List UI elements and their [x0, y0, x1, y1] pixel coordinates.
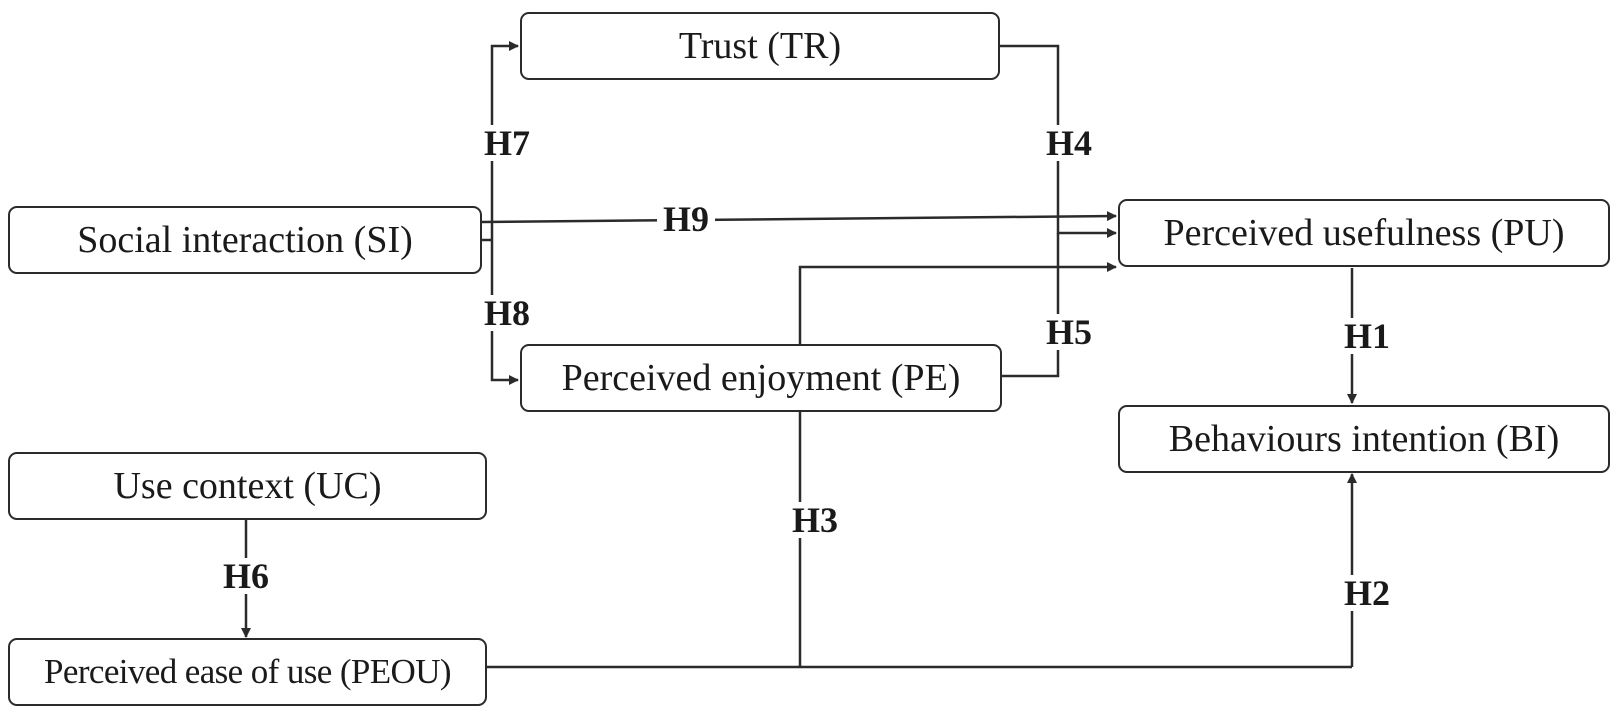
node-perceived-enjoyment-label: Perceived enjoyment (PE): [561, 357, 961, 399]
hypothesis-h5: H5: [1039, 314, 1099, 350]
node-trust: Trust (TR): [520, 12, 1000, 80]
edge-h8-si-to-pe: [490, 222, 519, 385]
node-perceived-usefulness-label: Perceived usefulness (PU): [1163, 212, 1565, 254]
hypothesis-h7: H7: [477, 125, 537, 161]
hypothesis-h9: H9: [656, 201, 716, 237]
node-perceived-ease-of-use-label: Perceived ease of use (PEOU): [44, 652, 452, 691]
edge-h9-si-to-pu: [481, 211, 1117, 224]
hypothesis-h3: H3: [785, 502, 845, 538]
edge-h7-si-to-tr: [490, 41, 519, 222]
node-behaviours-intention-label: Behaviours intention (BI): [1168, 418, 1560, 460]
node-use-context-label: Use context (UC): [113, 465, 382, 507]
edge-h5-pe-to-pu: [1002, 233, 1060, 378]
node-use-context: Use context (UC): [8, 452, 487, 520]
hypothesis-h8: H8: [477, 295, 537, 331]
hypothesis-h6: H6: [216, 558, 276, 594]
hypothesis-h1: H1: [1337, 318, 1397, 354]
node-perceived-usefulness: Perceived usefulness (PU): [1118, 199, 1610, 267]
hypothesis-h4: H4: [1039, 125, 1099, 161]
node-behaviours-intention: Behaviours intention (BI): [1118, 405, 1610, 473]
node-social-interaction: Social interaction (SI): [8, 206, 482, 274]
hypothesis-h2: H2: [1337, 575, 1397, 611]
node-perceived-enjoyment: Perceived enjoyment (PE): [520, 344, 1002, 412]
node-social-interaction-label: Social interaction (SI): [77, 219, 413, 261]
node-trust-label: Trust (TR): [678, 25, 842, 67]
node-perceived-ease-of-use: Perceived ease of use (PEOU): [8, 638, 487, 706]
